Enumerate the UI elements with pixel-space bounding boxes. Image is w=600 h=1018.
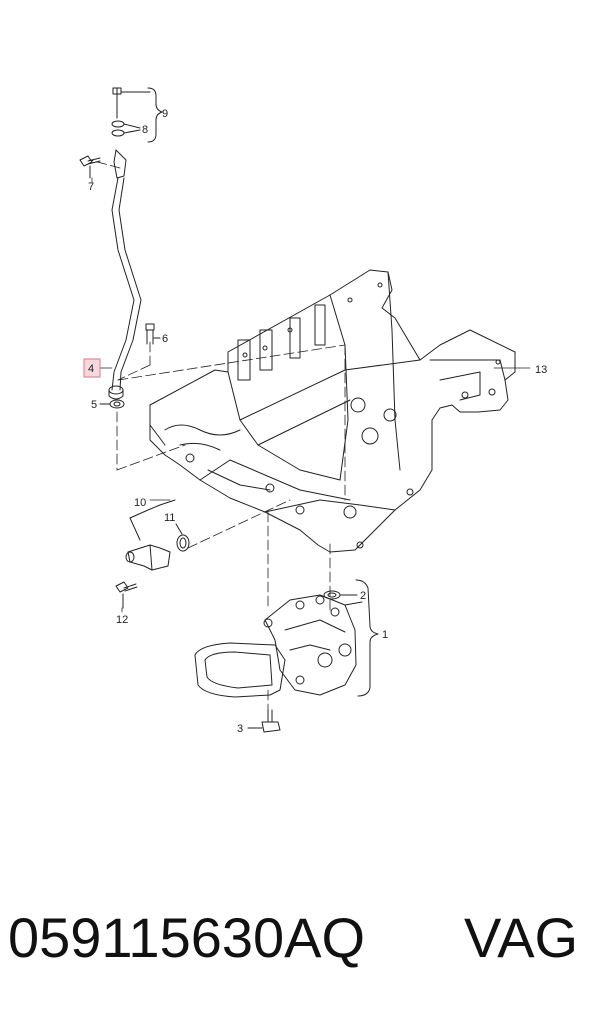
callout-13: 13 [535,364,547,376]
callout-8: 8 [142,124,148,136]
oil-level-sensor [125,499,176,571]
assembly-guide-lines [89,159,346,716]
callout-leaders [91,177,531,613]
bolt-3 [247,709,281,733]
oil-pump [194,579,379,698]
washer-5 [99,399,125,409]
part-number: 059115630AQ [8,906,366,969]
callout-12: 12 [116,614,128,626]
oil-pan-upper-part [149,269,516,553]
callout-7: 7 [88,181,94,193]
callout-3: 3 [237,723,243,735]
brand-label: VAG [464,906,579,969]
o-ring-2 [323,590,358,600]
seal-ring-11 [175,523,190,552]
callout-6: 6 [162,333,168,345]
dipstick-bolt [111,87,163,143]
screw-7 [79,155,101,179]
callout-11: 11 [164,512,175,524]
callout-9: 9 [162,108,168,120]
callout-4-highlight [83,358,101,378]
callout-2: 2 [360,590,366,602]
bolt-12 [115,581,138,609]
bolt-6 [145,323,161,345]
callout-1: 1 [382,629,388,641]
callout-4: 4 [88,363,94,375]
callout-10: 10 [134,497,146,509]
dipstick-guide-tube [108,149,142,400]
callout-5: 5 [91,399,97,411]
